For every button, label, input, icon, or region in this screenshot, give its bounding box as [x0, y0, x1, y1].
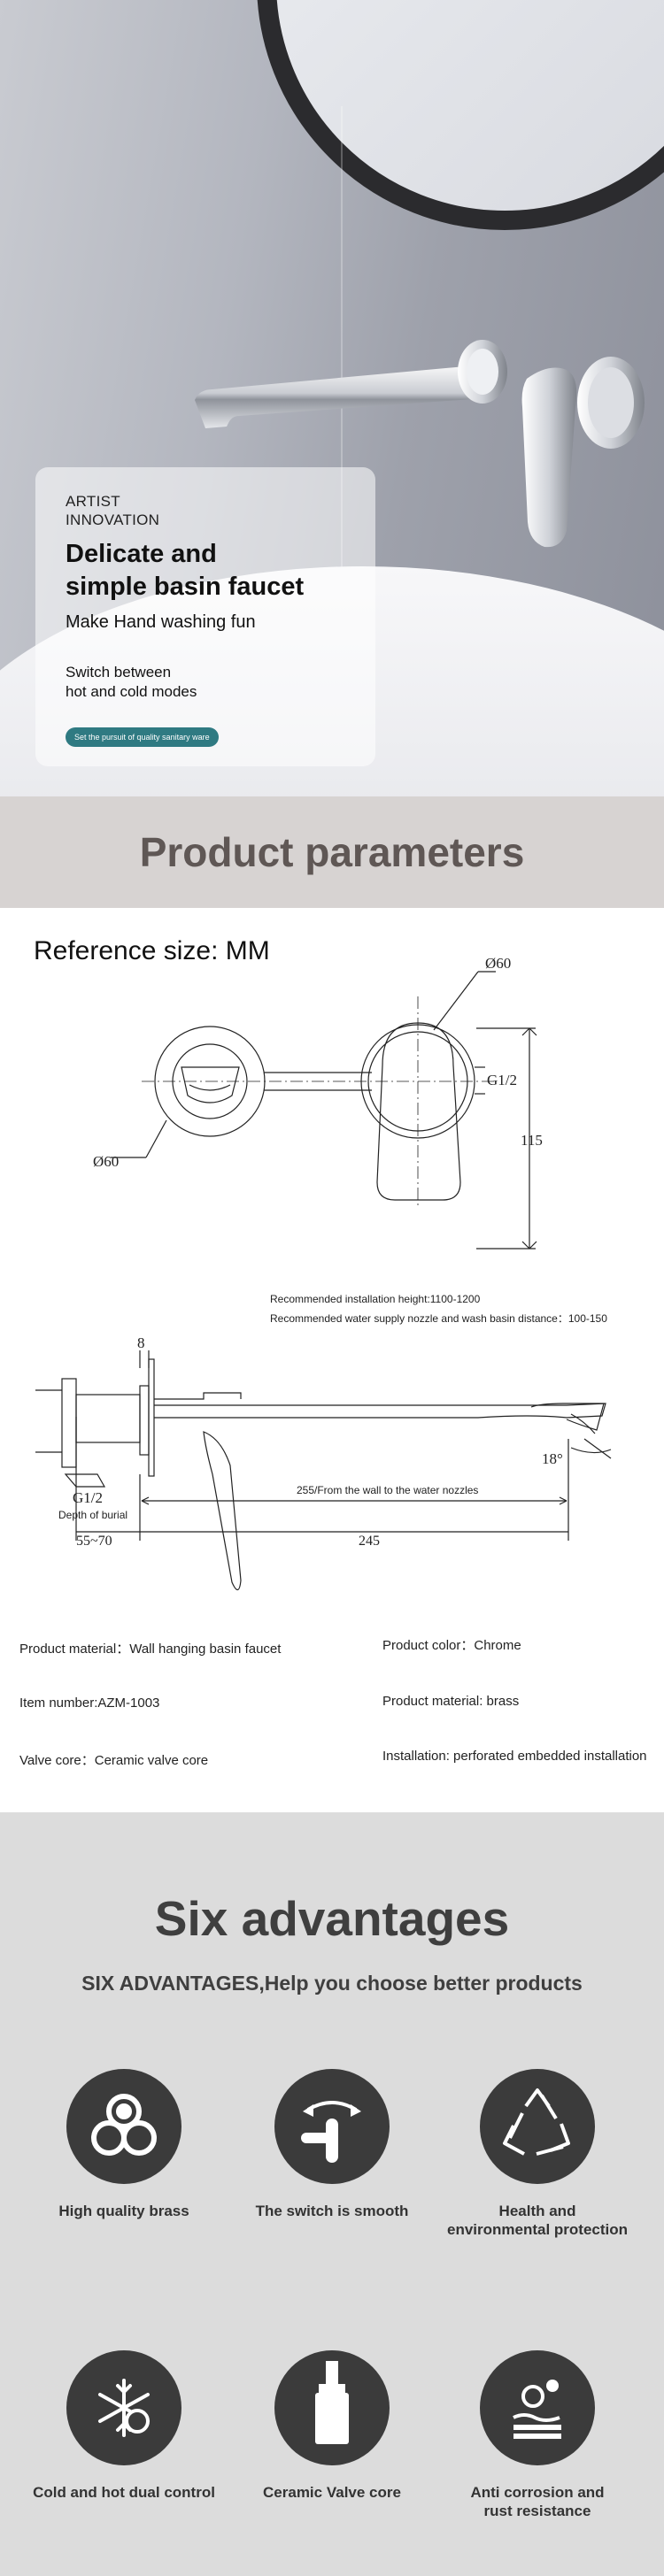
advantage-label: High quality brass	[58, 2203, 189, 2219]
advantages-section: Six advantages SIX ADVANTAGES,Help you c…	[0, 1812, 664, 2576]
dim-range: 55~70	[76, 1534, 112, 1549]
dim-length: 245	[359, 1534, 380, 1549]
brass-pipes-icon	[66, 2069, 181, 2184]
dim-wall-nozzle: 255/From the wall to the water nozzles	[297, 1484, 478, 1496]
dim-angle: 18°	[542, 1450, 563, 1467]
reference-size: Reference size: MM	[34, 936, 270, 965]
dim-dia-left: Ø60	[93, 1153, 119, 1170]
advantages-subtitle: SIX ADVANTAGES,Help you choose better pr…	[81, 1972, 583, 1995]
water-drops-icon	[480, 2350, 595, 2465]
intro-tagline: Make Hand washing fun	[66, 612, 256, 632]
advantage-item: Health and environmental protection	[431, 2069, 644, 2239]
technical-drawing: Ø60 Ø60 G1/2 115 8 G1/2 55~70 245 18° De…	[35, 955, 612, 1591]
advantage-item: High quality brass	[18, 2069, 230, 2220]
advantage-label: Health and environmental protection	[446, 2203, 629, 2238]
spec-color: Product color：Chrome	[382, 1638, 521, 1653]
dimension-diagrams: Reference size: MM	[0, 908, 664, 1812]
spec-valve-core: Valve core：Ceramic valve core	[19, 1753, 209, 1768]
intro-card: ARTIST INNOVATION Delicate and simple ba…	[35, 467, 375, 766]
advantage-item: Anti corrosion and rust resistance	[431, 2350, 644, 2520]
advantages-title: Six advantages	[154, 1891, 510, 1946]
wall-seam	[341, 106, 343, 796]
advantage-label: Ceramic Valve core	[263, 2484, 401, 2501]
advantage-label: The switch is smooth	[255, 2203, 409, 2219]
dim-thread-front: G1/2	[487, 1072, 517, 1088]
intro-switch-text: Switch between hot and cold modes	[66, 664, 197, 700]
snowflake-sun-icon	[66, 2350, 181, 2465]
parameters-title: Product parameters	[139, 829, 525, 875]
hero-banner: ARTIST INNOVATION Delicate and simple ba…	[0, 0, 664, 796]
spec-material-right: Product material: brass	[382, 1694, 520, 1709]
intro-kicker: ARTIST INNOVATION	[66, 493, 160, 528]
dim-dia-top: Ø60	[485, 955, 511, 972]
parameters-header: Product parameters	[0, 796, 664, 908]
dim-thread-side: G1/2	[73, 1489, 103, 1506]
lever-rotate-icon	[274, 2069, 390, 2184]
faucet-illustration	[195, 340, 645, 548]
advantage-label: Anti corrosion and rust resistance	[470, 2484, 605, 2519]
advantage-item: Cold and hot dual control	[18, 2350, 230, 2502]
dim-depth-burial: Depth of burial	[58, 1509, 127, 1521]
dim-depth-8: 8	[137, 1334, 145, 1351]
valve-core-icon	[274, 2350, 390, 2465]
recycle-icon	[480, 2069, 595, 2184]
dim-height: 115	[521, 1132, 543, 1149]
spec-material-left: Product material：Wall hanging basin fauc…	[19, 1642, 282, 1657]
advantage-item: The switch is smooth	[226, 2069, 438, 2220]
advantage-item: Ceramic Valve core	[226, 2350, 438, 2502]
install-height-note: Recommended installation height:1100-120…	[270, 1293, 481, 1305]
intro-headline: Delicate and simple basin faucet	[66, 540, 305, 601]
spec-item-number: Item number:AZM-1003	[19, 1696, 160, 1711]
advantage-label: Cold and hot dual control	[33, 2484, 215, 2501]
spec-installation: Installation: perforated embedded instal…	[382, 1749, 647, 1764]
quality-pill: Set the pursuit of quality sanitary ware	[66, 727, 219, 747]
install-distance-note: Recommended water supply nozzle and wash…	[270, 1312, 607, 1325]
